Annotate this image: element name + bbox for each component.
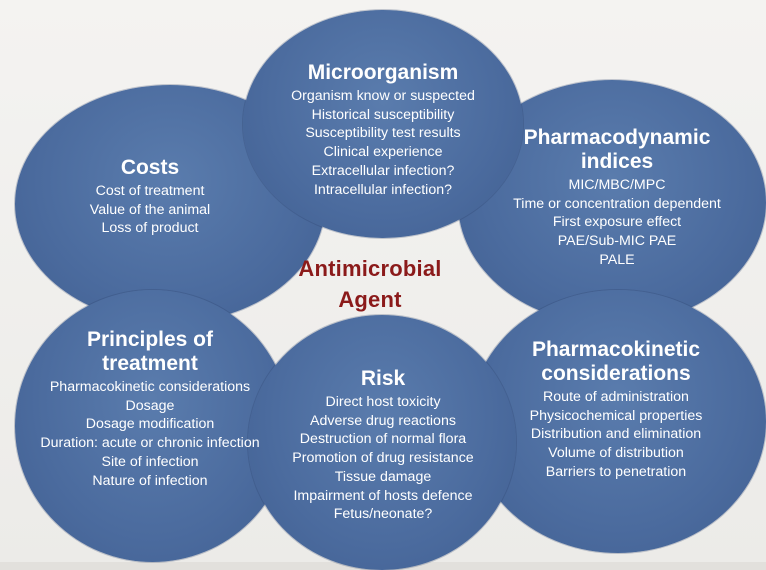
pharmacodynamic-item: PALE — [599, 251, 635, 268]
pharmacodynamic-title: Pharmacodynamic indices — [513, 126, 721, 174]
microorganism-block: Microorganism Organism know or suspected… — [291, 61, 475, 199]
risk-block: Risk Direct host toxicity Adverse drug r… — [292, 367, 473, 524]
principles-item: Site of infection — [101, 453, 199, 470]
pharmacokinetic-item: Distribution and elimination — [530, 426, 702, 443]
principles-item: Dosage — [125, 397, 175, 414]
principles-block: Principles of treatment Pharmacokinetic … — [40, 328, 259, 490]
pharmacodynamic-item: First exposure effect — [552, 214, 682, 231]
principles-title-line2: treatment — [102, 352, 198, 375]
principles-title: Principles of treatment — [40, 328, 259, 376]
pharmacodynamic-item: PAE/Sub-MIC PAE — [557, 233, 677, 250]
risk-item: Impairment of hosts defence — [293, 487, 473, 504]
microorganism-item: Intracellular infection? — [313, 181, 453, 198]
risk-title: Risk — [360, 367, 406, 390]
pharmacokinetic-title-line1: Pharmacokinetic — [531, 338, 701, 361]
center-line2: Agent — [338, 287, 402, 312]
microorganism-item: Clinical experience — [323, 144, 443, 161]
costs-item: Value of the animal — [89, 201, 211, 218]
pharmacokinetic-item: Route of administration — [543, 389, 689, 405]
center-label: Antimicrobial Agent — [298, 253, 441, 315]
pharmacokinetic-title: Pharmacokinetic considerations — [530, 338, 703, 386]
risk-item: Direct host toxicity — [325, 394, 441, 410]
risk-item: Destruction of normal flora — [299, 431, 467, 448]
costs-block: Costs Cost of treatment Value of the ani… — [90, 156, 210, 238]
circle-microorganism — [243, 10, 523, 238]
microorganism-title: Microorganism — [307, 61, 459, 84]
pharmacokinetic-block: Pharmacokinetic considerations Route of … — [530, 338, 703, 482]
principles-item: Nature of infection — [92, 472, 208, 489]
center-line1: Antimicrobial — [298, 256, 442, 281]
pharmacokinetic-item: Physicochemical properties — [529, 407, 703, 424]
microorganism-item: Susceptibility test results — [305, 125, 461, 142]
principles-item: Pharmacokinetic considerations — [49, 379, 251, 395]
pharmacodynamic-title-line1: Pharmacodynamic — [523, 126, 711, 149]
pharmacokinetic-item: Barriers to penetration — [545, 463, 687, 480]
circle-pharmacokinetic — [470, 290, 766, 553]
pharmacodynamic-item: Time or concentration dependent — [513, 195, 721, 212]
pharmacodynamic-block: Pharmacodynamic indices MIC/MBC/MPC Time… — [513, 126, 721, 270]
circle-risk — [248, 315, 516, 570]
pharmacokinetic-title-line2: considerations — [541, 362, 691, 385]
microorganism-item: Historical susceptibility — [311, 106, 455, 123]
costs-item: Loss of product — [101, 220, 199, 237]
costs-title: Costs — [120, 156, 180, 179]
principles-item: Duration: acute or chronic infection — [40, 435, 260, 452]
costs-item: Cost of treatment — [95, 183, 205, 199]
circle-principles — [15, 290, 290, 562]
principles-item: Dosage modification — [85, 416, 215, 433]
microorganism-item: Organism know or suspected — [291, 88, 475, 104]
pharmacodynamic-item: MIC/MBC/MPC — [568, 177, 666, 193]
risk-item: Tissue damage — [334, 468, 432, 485]
microorganism-item: Extracellular infection? — [311, 162, 455, 179]
risk-item: Fetus/neonate? — [333, 506, 433, 523]
pharmacodynamic-title-line2: indices — [580, 150, 654, 173]
principles-title-line1: Principles of — [86, 328, 214, 351]
risk-item: Adverse drug reactions — [310, 412, 456, 429]
risk-item: Promotion of drug resistance — [292, 450, 474, 467]
pharmacokinetic-item: Volume of distribution — [548, 445, 684, 462]
